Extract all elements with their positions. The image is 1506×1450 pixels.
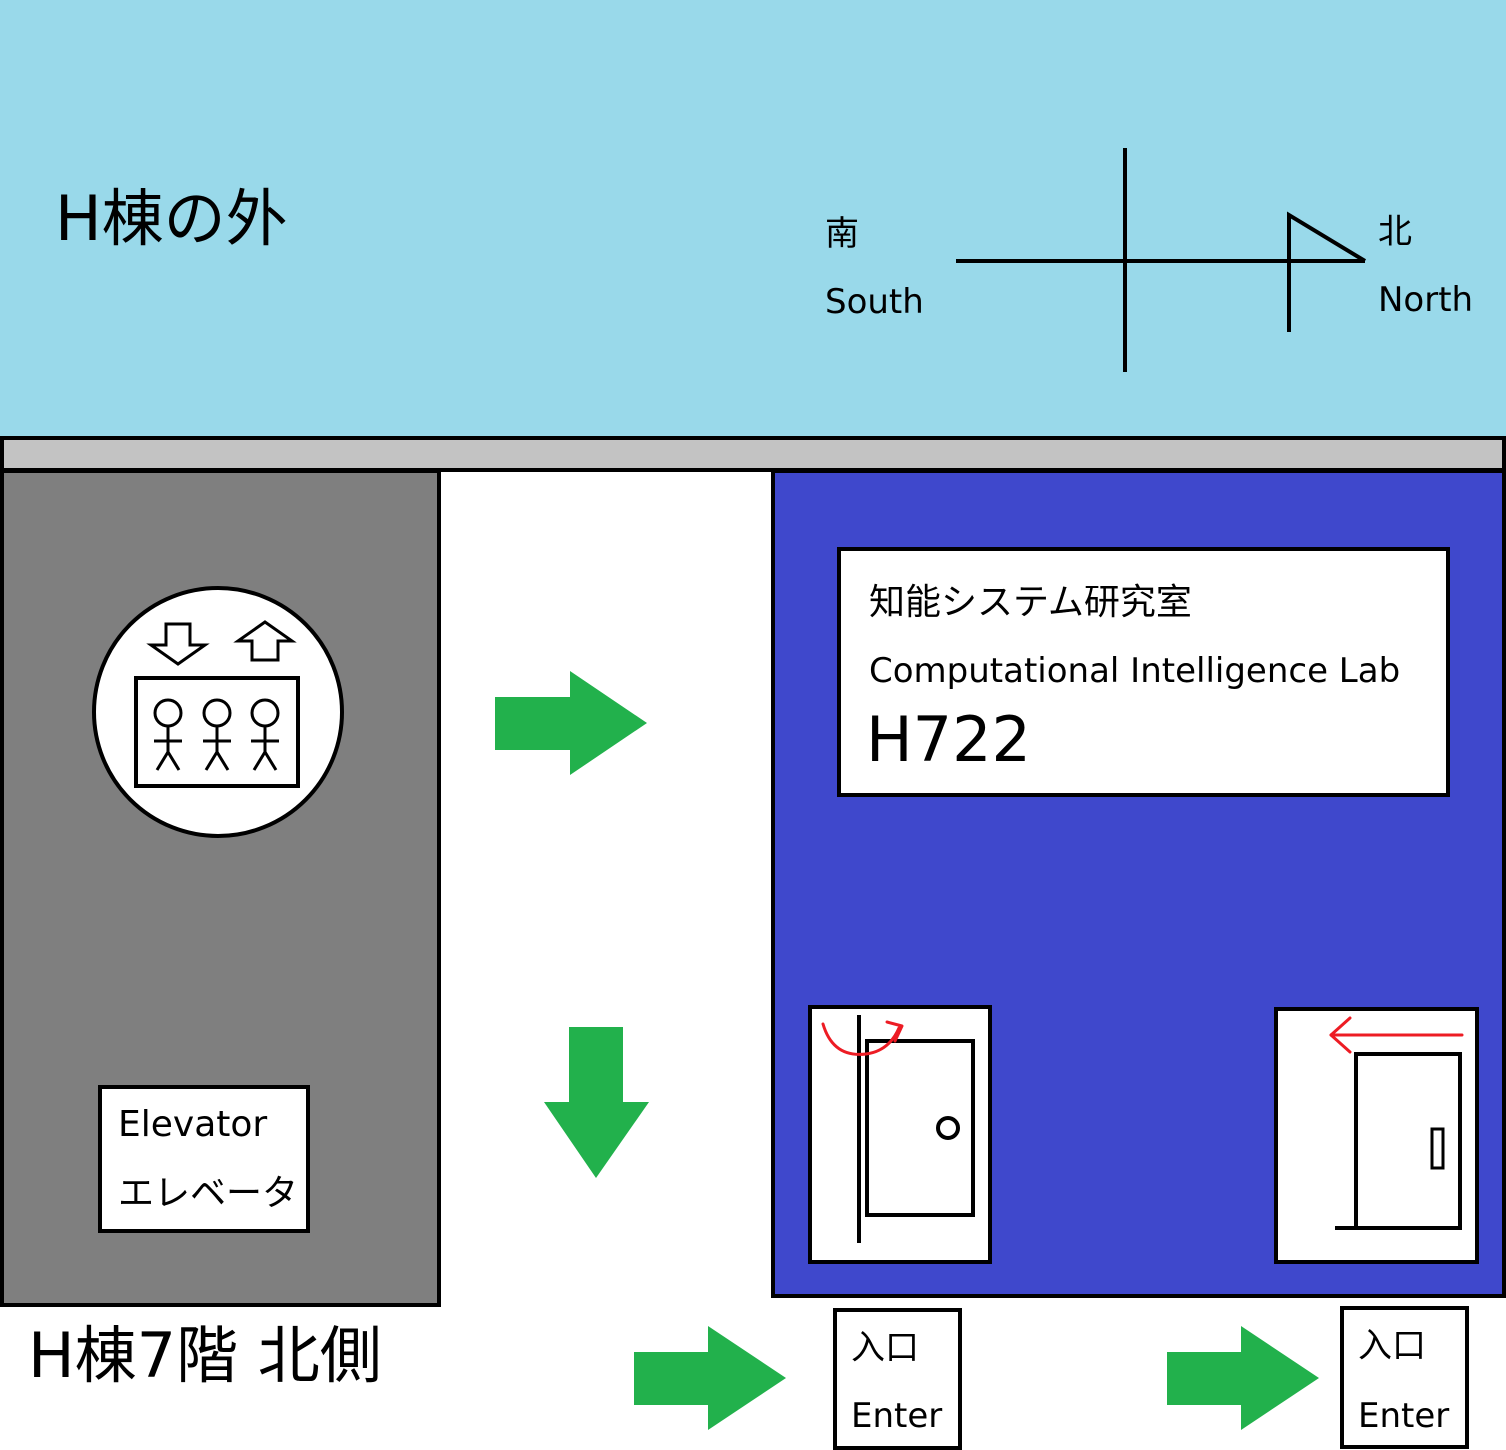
- entrance-2-label-ja: 入口: [1358, 1326, 1426, 1366]
- lab-nameplate: [837, 547, 1450, 797]
- elevator-down-arrow-icon: [146, 622, 210, 666]
- right-arrow-icon: [1167, 1326, 1319, 1430]
- elevator-up-arrow-icon: [233, 620, 297, 662]
- person-icon: [153, 698, 183, 771]
- sliding-door-icon: [1329, 1016, 1464, 1230]
- entrance-1-label-en: Enter: [851, 1396, 943, 1436]
- elevator-sign: [98, 1085, 310, 1233]
- entrance-sign-1: [833, 1308, 962, 1450]
- hinged-door-icon: [821, 1015, 975, 1243]
- curved-arrow-icon: [821, 1022, 901, 1056]
- elevator-icon: [92, 586, 344, 838]
- elevator-label-en: Elevator: [118, 1104, 268, 1145]
- lab-name-ja: 知能システム研究室: [869, 582, 1192, 623]
- floor-label: H棟7階 北側: [28, 1319, 382, 1392]
- right-arrow-icon: [495, 671, 647, 775]
- down-arrow-icon: [544, 1027, 649, 1178]
- compass-north-label-ja: 北: [1378, 212, 1412, 252]
- entrance-sign-2: [1340, 1306, 1469, 1449]
- sliding-door-panel: [1274, 1007, 1479, 1264]
- door-leaf: [865, 1039, 975, 1217]
- compass-north-label-en: North: [1378, 280, 1474, 320]
- door-knob-icon: [936, 1116, 960, 1140]
- compass-south-label-en: South: [825, 282, 924, 322]
- building-wall: [0, 436, 1506, 472]
- lab-room-number: H722: [866, 703, 1031, 776]
- compass-north-arrow-icon: [956, 148, 1367, 372]
- outside-area: [0, 0, 1506, 437]
- elevator-icon-circle: [92, 586, 344, 838]
- door-handle-icon: [1430, 1127, 1445, 1170]
- left-arrow-head: [1329, 1016, 1352, 1054]
- curved-arrow-head: [885, 1020, 904, 1043]
- lab-name-en: Computational Intelligence Lab: [869, 651, 1401, 691]
- outside-area-label: H棟の外: [55, 182, 288, 255]
- elevator-label-ja: エレベータ: [118, 1173, 299, 1214]
- entrance-1-label-ja: 入口: [851, 1328, 919, 1368]
- person-icon: [202, 698, 232, 771]
- compass-south-label-ja: 南: [825, 214, 859, 254]
- person-icon: [250, 698, 280, 771]
- compass-north-flag: [1287, 211, 1367, 332]
- entrance-2-label-en: Enter: [1358, 1396, 1450, 1436]
- right-arrow-icon: [634, 1326, 786, 1430]
- elevator-car-icon: [134, 676, 300, 788]
